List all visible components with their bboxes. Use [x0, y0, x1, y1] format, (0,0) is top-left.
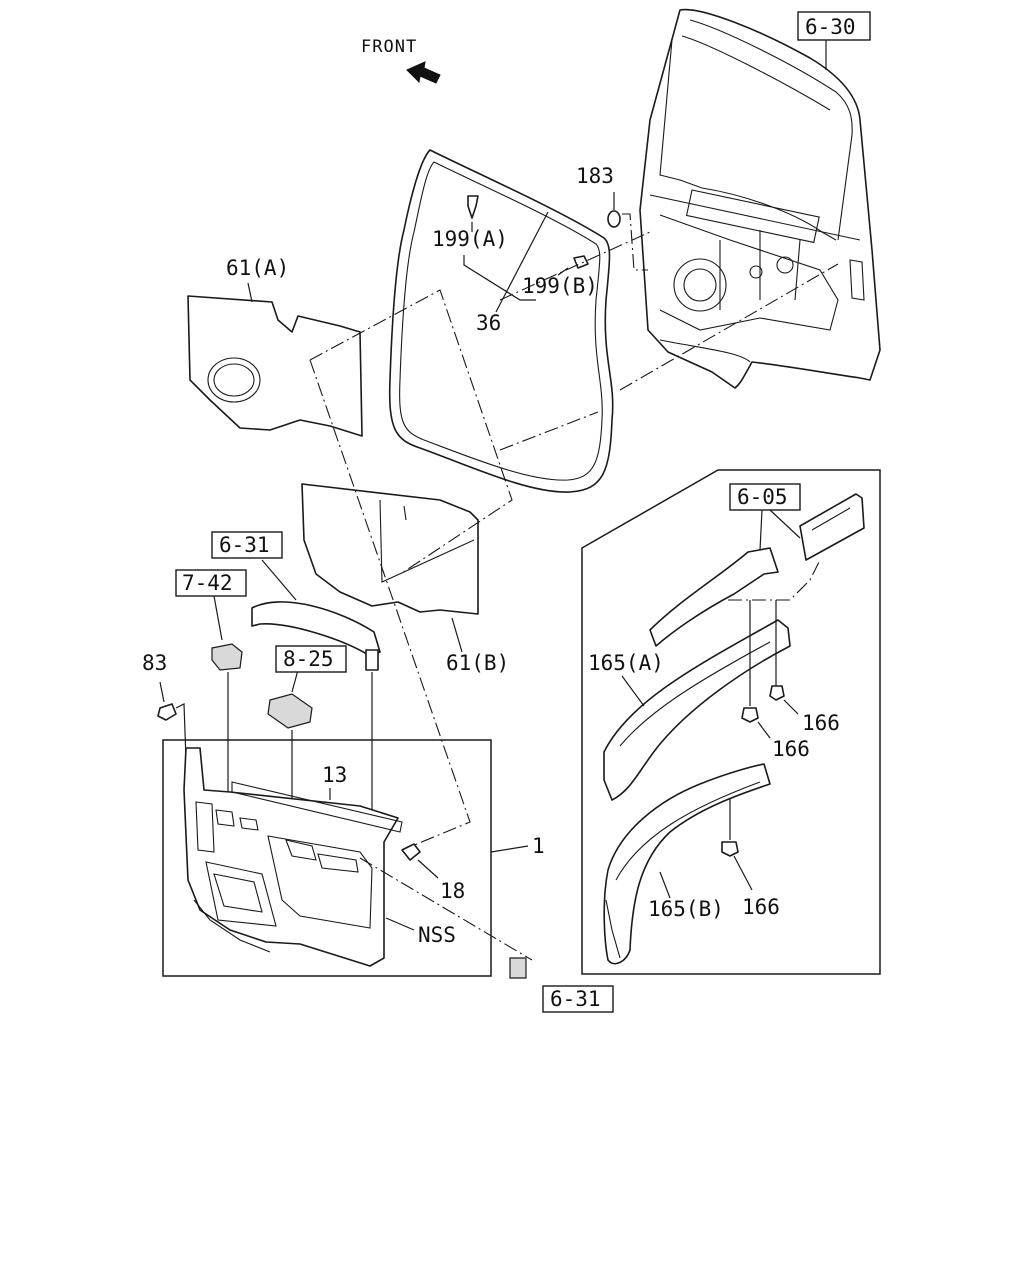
upper-molding	[649, 547, 779, 647]
label-61a[interactable]: 61(A)	[226, 256, 289, 280]
clip-199a-icon	[467, 195, 479, 219]
door-seal-36	[388, 149, 614, 493]
label-nss[interactable]: NSS	[418, 923, 456, 947]
label-166-b[interactable]: 166	[772, 737, 810, 761]
handle-clip-icon	[365, 649, 379, 671]
door-shell	[639, 8, 881, 389]
leader-1	[490, 845, 529, 853]
ref-box-6-31-top[interactable]	[211, 531, 283, 559]
leader-166-c	[733, 855, 753, 891]
leader-83	[159, 681, 165, 703]
label-166-c[interactable]: 166	[742, 895, 780, 919]
leader-83-assembly	[175, 703, 187, 761]
ref-6-30[interactable]: 6-30	[805, 15, 856, 39]
molding-165b-lip	[605, 899, 621, 959]
ref-6-31-top[interactable]: 6-31	[219, 533, 270, 557]
ref-box-6-30[interactable]	[797, 11, 871, 41]
molding-165b	[603, 763, 771, 965]
switch-upper-icon	[211, 643, 243, 671]
ref-8-25[interactable]: 8-25	[283, 647, 334, 671]
screw-166-c-icon	[721, 841, 739, 857]
door-trim-panel	[183, 747, 403, 967]
window-switch-icon	[267, 693, 313, 729]
molding-165a-edge	[619, 641, 771, 747]
label-166-a[interactable]: 166	[802, 711, 840, 735]
label-183[interactable]: 183	[576, 164, 614, 188]
leader-166-b	[757, 721, 771, 739]
molding-165a	[603, 619, 791, 801]
dash-bracket	[728, 559, 821, 601]
leader-199b	[557, 267, 569, 276]
leader-165b	[659, 871, 671, 899]
leader-8-25	[291, 669, 299, 693]
label-199a[interactable]: 199(A)	[432, 227, 508, 251]
grommet-183-icon	[607, 210, 621, 228]
handle-end-cap-icon	[509, 957, 527, 979]
label-165a[interactable]: 165(A)	[588, 651, 664, 675]
trim-assy-frame	[162, 739, 492, 977]
clip-18-icon	[401, 843, 421, 861]
front-arrow-icon	[406, 61, 441, 84]
molding-165b-edge	[615, 781, 761, 881]
align-line-right	[499, 231, 651, 301]
align-line-door	[619, 263, 839, 391]
align-line-upper	[309, 289, 513, 574]
label-199b[interactable]: 199(B)	[522, 274, 598, 298]
leader-7-42	[213, 595, 223, 641]
front-label: FRONT	[361, 37, 417, 57]
label-61b[interactable]: 61(B)	[446, 651, 509, 675]
leader-61b	[451, 617, 463, 653]
bracket-slot	[811, 507, 851, 531]
watershield-61b	[301, 483, 479, 615]
leader-36	[495, 211, 549, 313]
ref-box-8-25[interactable]	[275, 645, 347, 673]
leader-nss	[385, 917, 415, 931]
watershield-61a	[187, 295, 363, 437]
label-36[interactable]: 36	[476, 311, 501, 335]
label-165b[interactable]: 165(B)	[648, 897, 724, 921]
leader-18	[417, 859, 439, 879]
trim-molding-frame	[581, 469, 881, 975]
align-line-mid	[499, 411, 599, 451]
leader-165a	[621, 675, 645, 707]
align-line-lower	[309, 359, 471, 847]
leader-166-a	[783, 699, 799, 715]
screw-166-b-icon	[741, 707, 759, 723]
label-13[interactable]: 13	[322, 763, 347, 787]
leader-61a	[247, 282, 253, 303]
screw-166-a-icon	[769, 685, 785, 701]
ref-7-42[interactable]: 7-42	[182, 571, 233, 595]
ref-box-7-42[interactable]	[175, 569, 247, 597]
ref-box-6-05[interactable]	[729, 483, 801, 511]
label-1[interactable]: 1	[532, 834, 545, 858]
label-18[interactable]: 18	[440, 879, 465, 903]
ref-6-31-bottom[interactable]: 6-31	[550, 987, 601, 1011]
bracket-6-05	[799, 493, 865, 561]
dash-6-31-bottom	[359, 857, 533, 961]
dash-183	[622, 213, 648, 271]
leader-6-31-top	[261, 559, 297, 601]
leader-6-05	[759, 509, 801, 551]
ref-6-05[interactable]: 6-05	[737, 485, 788, 509]
screw-83-icon	[157, 703, 177, 721]
ref-box-6-31-bottom[interactable]	[542, 985, 614, 1013]
leader-199a	[463, 255, 536, 301]
label-83[interactable]: 83	[142, 651, 167, 675]
